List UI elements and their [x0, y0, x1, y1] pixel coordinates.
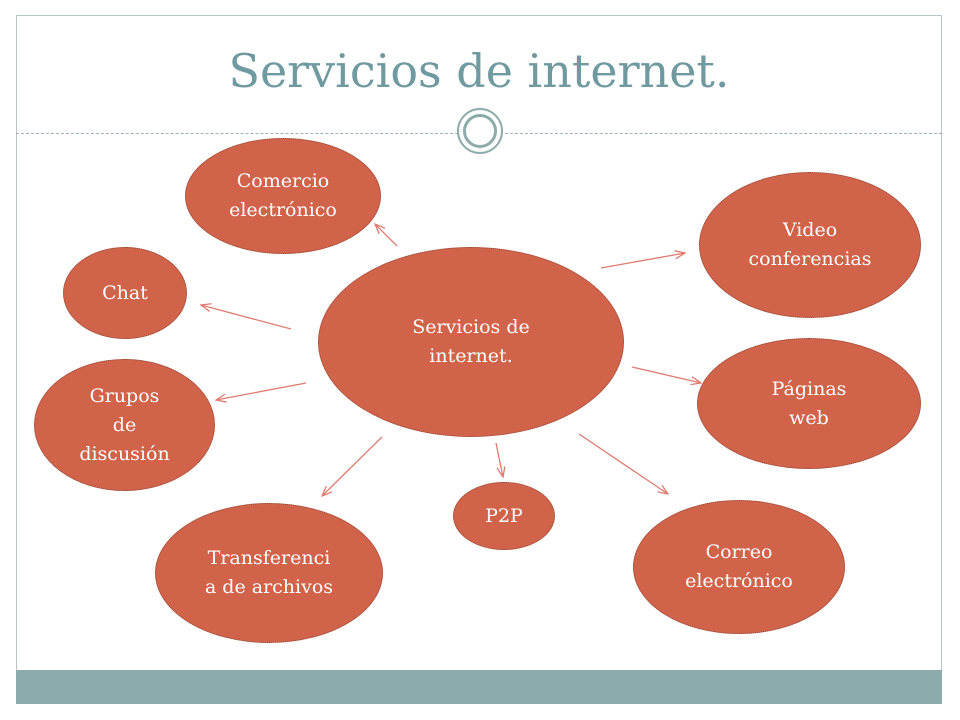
node-label-line-1: P2P [485, 504, 523, 527]
node-label-line-1: Grupos [89, 384, 160, 407]
node-correo-electronico: Correo electrónico [633, 500, 845, 634]
center-node-line-2: internet. [429, 345, 513, 367]
arrow-to-correo [578, 433, 668, 494]
node-label-line-2: a de archivos [204, 576, 334, 598]
node-grupos-de-discusion: Grupos de discusión [34, 359, 215, 491]
node-p2p: P2P [453, 482, 555, 550]
node-label-line-1: Transferenci [207, 547, 331, 569]
node-label-line-2: web [789, 406, 829, 429]
node-comercio-electronico: Comercio electrónico [185, 138, 381, 254]
node-label-line-2: electrónico [229, 199, 337, 221]
arrow-to-transferencia [322, 436, 383, 496]
node-label-line-2: de [112, 413, 137, 436]
arrow-to-video [600, 253, 685, 269]
arrow-to-paginas [631, 366, 701, 383]
node-chat: Chat [63, 247, 187, 339]
node-label-line-1: Correo [705, 541, 773, 563]
node-video-conferencias: Video conferencias [699, 172, 921, 318]
arrow-to-chat [201, 305, 292, 330]
node-paginas-web: Páginas web [697, 338, 921, 469]
slide-title: Servicios de internet. [228, 44, 730, 98]
node-label-line-1: Video [782, 219, 838, 241]
node-label-line-2: conferencias [748, 248, 872, 270]
center-node: Servicios de internet. [318, 247, 624, 437]
node-label-line-1: Comercio [236, 170, 330, 192]
node-label-line-1: Chat [102, 281, 148, 304]
arrow-to-comercio [375, 224, 398, 247]
footer-bar [16, 670, 942, 704]
node-label-line-3: discusión [79, 442, 170, 465]
node-label-line-1: Páginas [771, 377, 847, 400]
arrow-to-grupos [216, 382, 307, 400]
arrow-to-p2p [495, 442, 503, 477]
node-label-line-2: electrónico [685, 570, 793, 592]
circle-ornament-inner-icon [463, 114, 497, 148]
node-transferencia-de-archivos: Transferenci a de archivos [155, 503, 383, 643]
center-node-line-1: Servicios de [412, 316, 530, 338]
